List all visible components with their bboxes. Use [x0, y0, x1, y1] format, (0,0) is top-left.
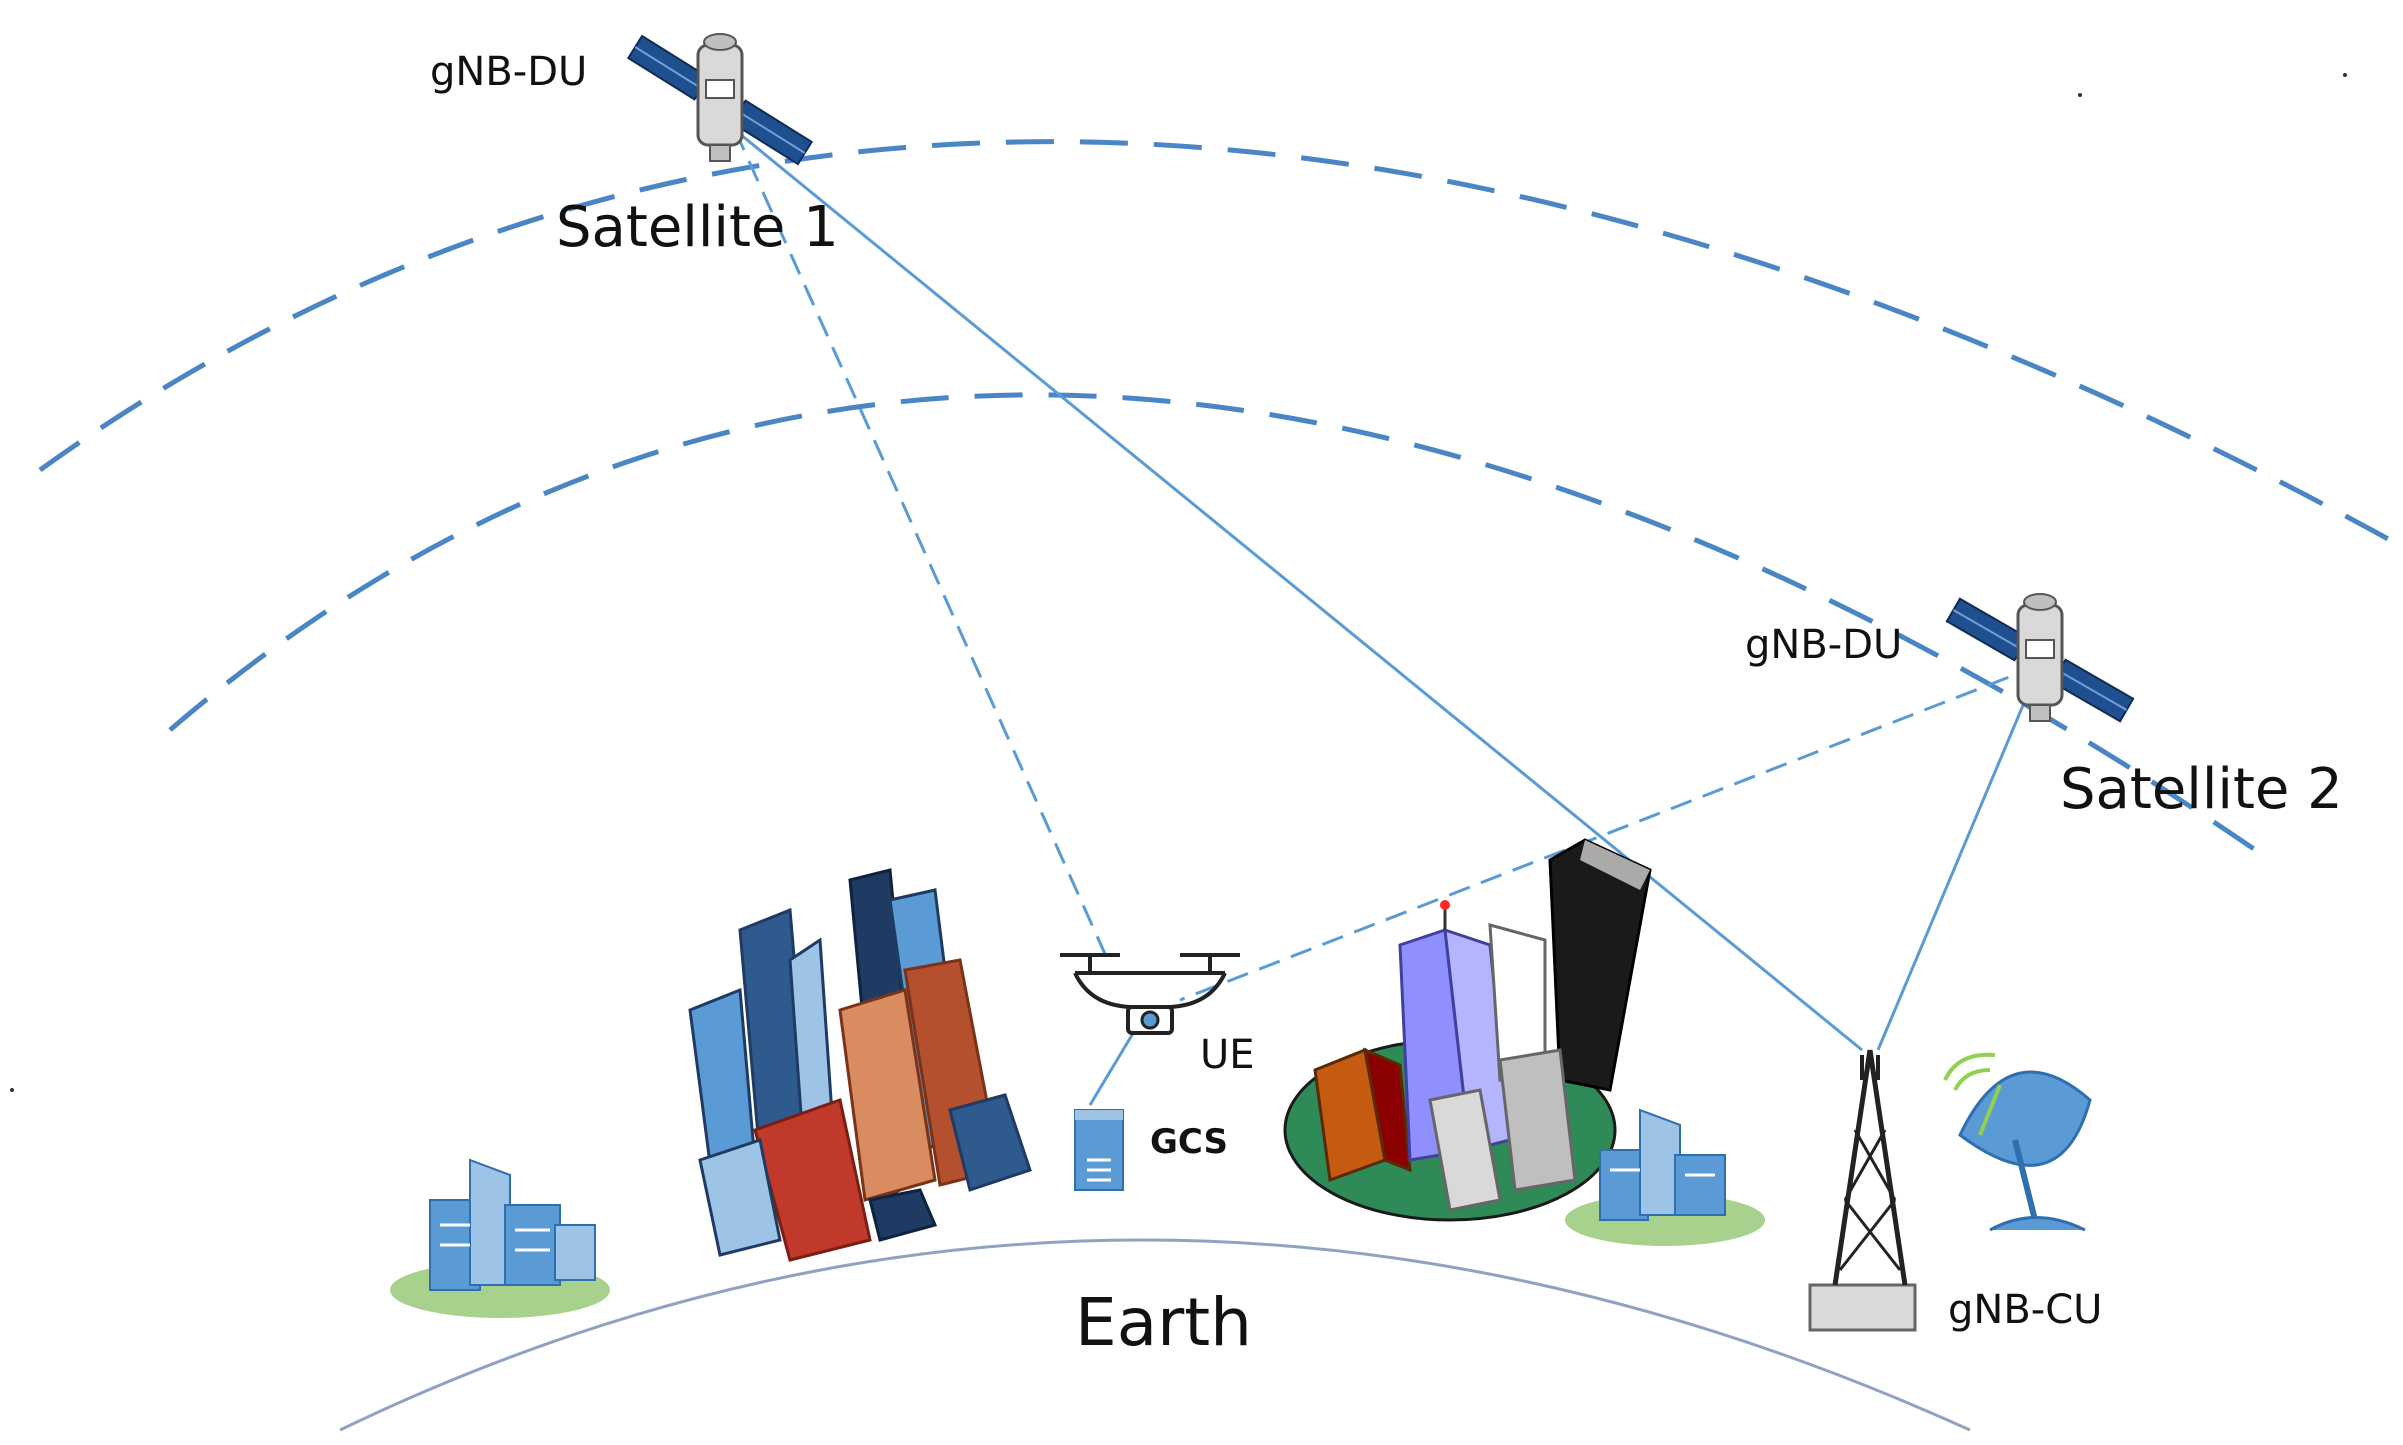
gnb-cu-label: gNB-CU — [1948, 1287, 2103, 1333]
inner-orbit — [168, 392, 2272, 863]
tower-icon — [1808, 1049, 1917, 1332]
drone-icon — [1060, 953, 1240, 1035]
satellite-2-icon — [1945, 593, 2135, 723]
link-sat1-cu — [734, 128, 1863, 1052]
link-ue-gcs — [1088, 1029, 1137, 1106]
dot — [2078, 93, 2082, 97]
satellite-1-icon — [626, 33, 814, 166]
dot — [2343, 73, 2347, 77]
dish-icon — [1943, 1052, 2092, 1232]
satellite-2-du-label: gNB-DU — [1745, 622, 1903, 668]
dot — [10, 1088, 14, 1092]
earth-label: Earth — [1075, 1284, 1252, 1361]
ue-label: UE — [1200, 1032, 1255, 1078]
city-cluster-icon — [688, 868, 1032, 1262]
gcs-server-icon — [1074, 1109, 1124, 1191]
gcs-label: GCS — [1150, 1122, 1228, 1162]
link-sat2-cu — [1876, 664, 2042, 1051]
satellite-1-du-label: gNB-DU — [430, 49, 588, 95]
platform-city-icon — [1283, 838, 1652, 1222]
outer-orbit — [38, 139, 2392, 543]
earth-surface — [339, 1238, 1971, 1432]
satellite-1-label: Satellite 1 — [556, 195, 839, 260]
link-sat2-ue — [1179, 663, 2041, 1002]
satellite-2-label: Satellite 2 — [2060, 757, 2343, 822]
small-city-right-icon — [1565, 1108, 1765, 1246]
link-sat1-ue — [733, 129, 1112, 966]
small-city-left-icon — [390, 1158, 610, 1318]
